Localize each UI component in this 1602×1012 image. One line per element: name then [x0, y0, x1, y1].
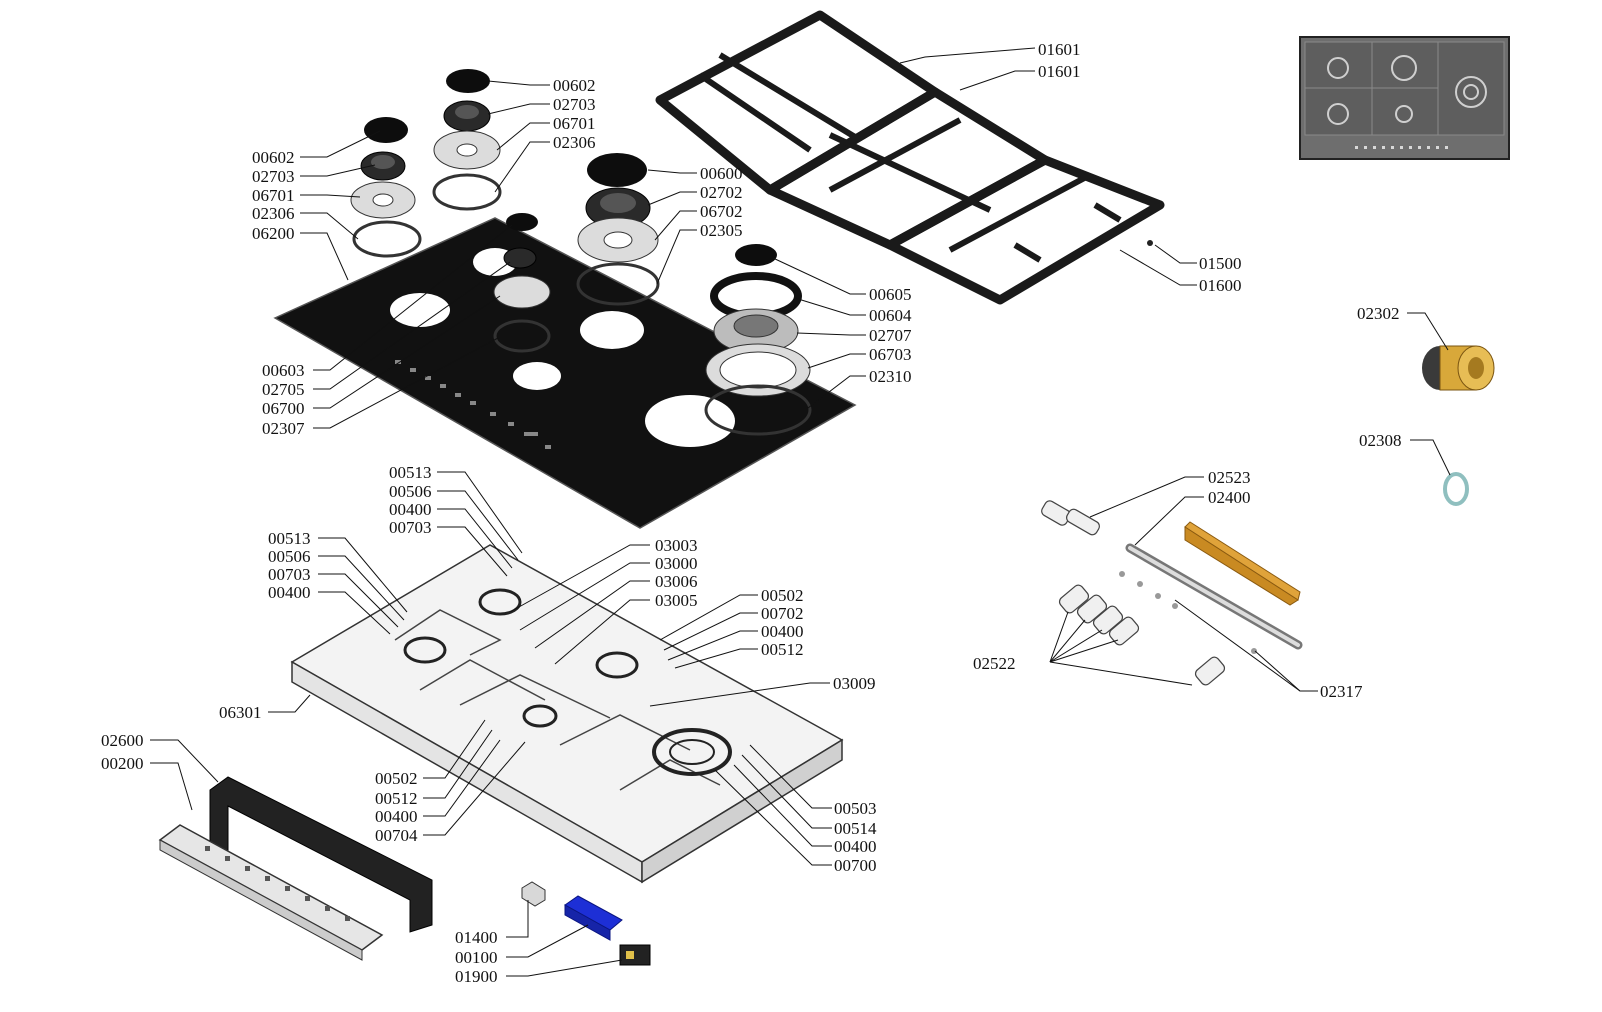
- label-02523: 02523: [1208, 468, 1251, 487]
- label-03000: 03000: [655, 554, 698, 573]
- label-00703: 00703: [389, 518, 432, 537]
- label-02522: 02522: [973, 654, 1016, 673]
- label-02317: 02317: [1320, 682, 1363, 701]
- label-06701: 06701: [553, 114, 596, 133]
- label-06301: 06301: [219, 703, 262, 722]
- label-02400: 02400: [1208, 488, 1251, 507]
- label-00506: 00506: [389, 482, 432, 501]
- label-02310: 02310: [869, 367, 912, 386]
- label-01500: 01500: [1199, 254, 1242, 273]
- label-06700: 06700: [262, 399, 305, 418]
- gas-seal: [1443, 472, 1469, 506]
- label-01600: 01600: [1199, 276, 1242, 295]
- label-02703: 02703: [252, 167, 295, 186]
- label-00604: 00604: [869, 306, 912, 325]
- label-03009: 03009: [833, 674, 876, 693]
- label-00514: 00514: [834, 819, 877, 838]
- label-00400: 00400: [375, 807, 418, 826]
- label-00602: 00602: [252, 148, 295, 167]
- burner-set-right: [576, 153, 660, 306]
- label-01900: 01900: [455, 967, 498, 986]
- label-00512: 00512: [761, 640, 804, 659]
- label-00400: 00400: [761, 622, 804, 641]
- label-06702: 06702: [700, 202, 743, 221]
- label-00400: 00400: [268, 583, 311, 602]
- label-00512: 00512: [375, 789, 418, 808]
- burner-set-wok: [704, 244, 812, 436]
- label-02302: 02302: [1357, 304, 1400, 323]
- label-00603: 00603: [262, 361, 305, 380]
- label-00703: 00703: [268, 565, 311, 584]
- label-06701: 06701: [252, 186, 295, 205]
- label-00605: 00605: [869, 285, 912, 304]
- label-02305: 02305: [700, 221, 743, 240]
- label-03003: 03003: [655, 536, 698, 555]
- control-pcb: [158, 824, 384, 961]
- label-00400: 00400: [834, 837, 877, 856]
- label-02600: 02600: [101, 731, 144, 750]
- label-02707: 02707: [869, 326, 912, 345]
- label-00602: 00602: [553, 76, 596, 95]
- clip-01400: [521, 881, 546, 907]
- burner-set-small: [493, 213, 551, 353]
- label-00502: 00502: [375, 769, 418, 788]
- label-00600: 00600: [700, 164, 743, 183]
- label-00506: 00506: [268, 547, 311, 566]
- gas-rail: [1041, 500, 1303, 686]
- label-01400: 01400: [455, 928, 498, 947]
- label-00700: 00700: [834, 856, 877, 875]
- hob-thumbnail: [1299, 36, 1510, 160]
- label-00704: 00704: [375, 826, 418, 845]
- label-00200: 00200: [101, 754, 144, 773]
- label-02705: 02705: [262, 380, 305, 399]
- label-06200: 06200: [252, 224, 295, 243]
- label-00503: 00503: [834, 799, 877, 818]
- label-00502: 00502: [761, 586, 804, 605]
- leader-lines: [150, 47, 1451, 977]
- screw-01500: [1147, 240, 1153, 246]
- label-02308: 02308: [1359, 431, 1402, 450]
- burner-set-mid: [432, 69, 502, 211]
- label-01601a: 01601: [1038, 40, 1081, 59]
- label-00702: 00702: [761, 604, 804, 623]
- label-03005: 03005: [655, 591, 698, 610]
- label-01601b: 01601: [1038, 62, 1081, 81]
- label-00400: 00400: [389, 500, 432, 519]
- label-02307: 02307: [262, 419, 305, 438]
- burner-set-left: [350, 117, 422, 258]
- label-00100: 00100: [455, 948, 498, 967]
- label-00513: 00513: [389, 463, 432, 482]
- gas-connector: [1422, 345, 1495, 391]
- connector-01900: [619, 944, 651, 966]
- label-00513: 00513: [268, 529, 311, 548]
- label-06703: 06703: [869, 345, 912, 364]
- label-03006: 03006: [655, 572, 698, 591]
- blue-part-00100: [564, 895, 623, 941]
- label-02702: 02702: [700, 183, 743, 202]
- label-02703: 02703: [553, 95, 596, 114]
- label-02306: 02306: [553, 133, 596, 152]
- base-tray: [290, 544, 844, 884]
- glass-top: [273, 217, 857, 529]
- callout-labels: 01601 01601 01500 01600 00602 02703 0670…: [101, 40, 1402, 986]
- pan-supports: [655, 10, 1165, 305]
- label-02306: 02306: [252, 204, 295, 223]
